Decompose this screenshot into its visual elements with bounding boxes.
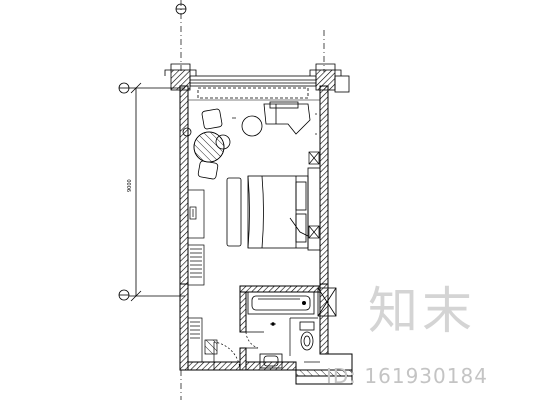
toilet [299,321,315,351]
bench [226,177,242,247]
sink [259,353,283,369]
window [189,75,317,99]
headboard [307,167,321,251]
watermark-logo: 知末 [368,282,476,340]
dimension-label: 9000 [127,179,133,192]
shower-column [317,287,337,317]
misc-details [232,113,317,326]
entry-cabinet [187,317,218,363]
closet [187,244,205,286]
axis-marker-1 [118,82,130,94]
grid-axes [180,0,325,400]
bath-partition [289,317,320,363]
axis-marker-2 [118,289,130,301]
column-top-right-extension [334,75,350,93]
watermark-id: ID: 161930184 [326,364,488,388]
sofa-corner [241,101,311,137]
bathroom-door [245,331,264,349]
bedside-lamps [308,151,320,239]
lounge-set [193,108,225,180]
armchair-pair [182,127,231,150]
desk [187,189,205,239]
axis-marker-top [175,3,187,15]
bed [247,175,309,249]
dimension-line [124,82,185,302]
bathtub [247,291,315,315]
